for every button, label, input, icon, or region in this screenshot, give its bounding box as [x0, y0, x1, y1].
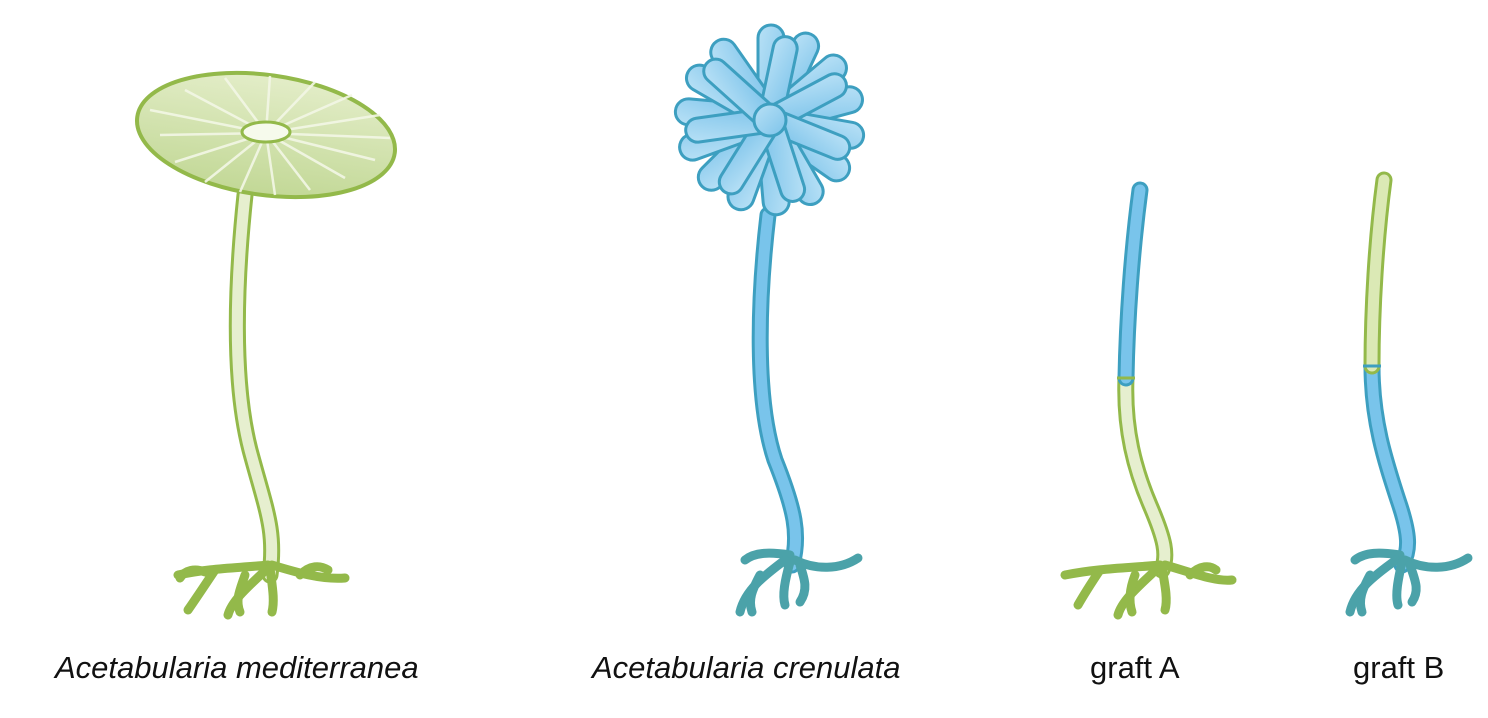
label-acetabularia-crenulata: Acetabularia crenulata — [592, 650, 901, 685]
mediterranea-rhizoid — [173, 560, 350, 620]
graft-a-alga — [1060, 181, 1237, 620]
label-graft-b: graft B — [1353, 650, 1445, 685]
label-acetabularia-mediterranea: Acetabularia mediterranea — [55, 650, 419, 685]
graft-b-alga — [1345, 171, 1473, 617]
mediterranea-cap — [134, 70, 398, 200]
crenulata-alga — [673, 23, 866, 617]
graft-a-rhizoid — [1060, 560, 1237, 620]
graft-b-rhizoid — [1345, 548, 1473, 617]
crenulata-cap — [673, 23, 866, 217]
mediterranea-alga — [134, 70, 398, 620]
crenulata-rhizoid — [735, 548, 863, 617]
label-graft-a: graft A — [1090, 650, 1180, 685]
